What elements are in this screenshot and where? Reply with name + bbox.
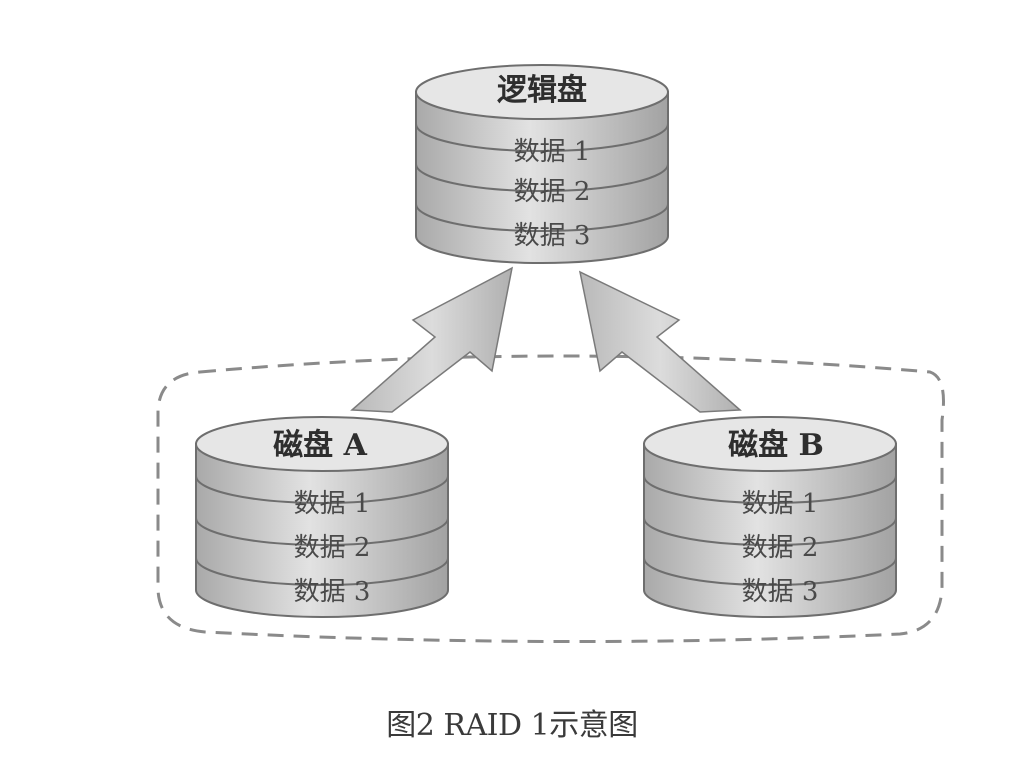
disk-b-title: 磁盘 B	[728, 428, 824, 463]
disk-a-band-line	[195, 475, 449, 504]
arrow-right-up-icon	[578, 270, 742, 413]
disk-a-body	[195, 443, 449, 618]
logical-disk-band-line	[415, 203, 669, 232]
disk-a-title: 磁盘 A	[273, 428, 367, 463]
disk-b-body	[643, 443, 897, 618]
disk-b-top	[643, 416, 897, 472]
logical-disk: 逻辑盘 数据 1 数据 2 数据 3	[415, 64, 669, 264]
mirror-group-dashed-outline	[156, 354, 945, 644]
disk-b-block-3: 数据 3	[742, 577, 819, 607]
disk-a-block-3: 数据 3	[294, 577, 371, 607]
logical-disk-top	[415, 64, 669, 120]
logical-disk-body	[415, 91, 669, 264]
disk-b-band-line	[643, 475, 897, 504]
logical-disk-block-1: 数据 1	[514, 137, 591, 167]
disk-a-band-line	[195, 557, 449, 586]
logical-disk-block-2: 数据 2	[514, 177, 591, 207]
logical-disk-block-3: 数据 3	[514, 221, 591, 251]
disk-a-block-1: 数据 1	[294, 489, 371, 519]
disk-b-block-1: 数据 1	[742, 489, 819, 519]
logical-disk-band-line	[415, 123, 669, 152]
disk-b-band-line	[643, 557, 897, 586]
disk-b-block-2: 数据 2	[742, 533, 819, 563]
logical-disk-band-line	[415, 163, 669, 192]
disk-b: 磁盘 B 数据 1 数据 2 数据 3	[643, 416, 897, 618]
figure-caption: 图2 RAID 1示意图	[386, 708, 638, 743]
disk-a-band-line	[195, 517, 449, 546]
disk-a: 磁盘 A 数据 1 数据 2 数据 3	[195, 416, 449, 618]
disk-b-band-line	[643, 517, 897, 546]
disk-a-block-2: 数据 2	[294, 533, 371, 563]
disk-a-top	[195, 416, 449, 472]
arrow-left-up-icon	[350, 266, 514, 413]
logical-disk-title: 逻辑盘	[497, 73, 587, 108]
